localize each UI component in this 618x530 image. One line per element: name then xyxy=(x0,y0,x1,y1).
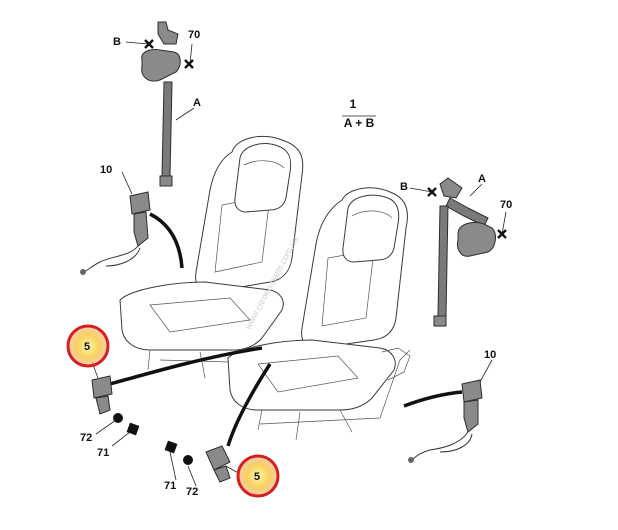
label-b-right: B xyxy=(400,181,408,193)
right-upper-anchor xyxy=(439,177,463,199)
right-screw-72 xyxy=(183,455,193,465)
front-left-buckle-5 xyxy=(91,346,263,436)
highlight-5-left xyxy=(66,324,110,368)
ref-title-top: 1 xyxy=(350,97,357,111)
label-10-right: 10 xyxy=(484,349,496,361)
label-70-right: 70 xyxy=(500,199,512,211)
left-buckle-10 xyxy=(80,191,184,275)
label-10-left: 10 xyxy=(100,164,112,176)
label-70-left: 70 xyxy=(188,29,200,41)
label-71-left: 71 xyxy=(97,447,109,459)
right-retractor xyxy=(457,221,496,257)
label-72-left: 72 xyxy=(80,432,92,444)
right-buckle-10 xyxy=(403,379,483,463)
label-a-right: A xyxy=(478,173,486,185)
right-cap-71 xyxy=(164,440,178,454)
ref-title-bottom: A + B xyxy=(344,116,375,130)
left-belt-assembly xyxy=(141,21,181,187)
right-belt-strap xyxy=(437,205,449,317)
leader-lines xyxy=(91,41,507,487)
label-72-right: 72 xyxy=(186,486,198,498)
label-b-left: B xyxy=(113,36,121,48)
cross-markers xyxy=(144,39,507,239)
left-seat xyxy=(119,136,304,379)
label-a-left: A xyxy=(193,97,201,109)
front-right-buckle-5 xyxy=(164,363,272,483)
label-5-right: 5 xyxy=(254,471,260,483)
label-5-left: 5 xyxy=(84,341,90,353)
left-belt-strap xyxy=(161,81,173,177)
highlight-5-right xyxy=(236,454,280,498)
left-upper-anchor xyxy=(157,21,179,45)
left-retractor xyxy=(141,49,181,82)
right-seat xyxy=(227,187,411,441)
right-belt-assembly xyxy=(433,177,496,327)
label-71-right: 71 xyxy=(164,480,176,492)
